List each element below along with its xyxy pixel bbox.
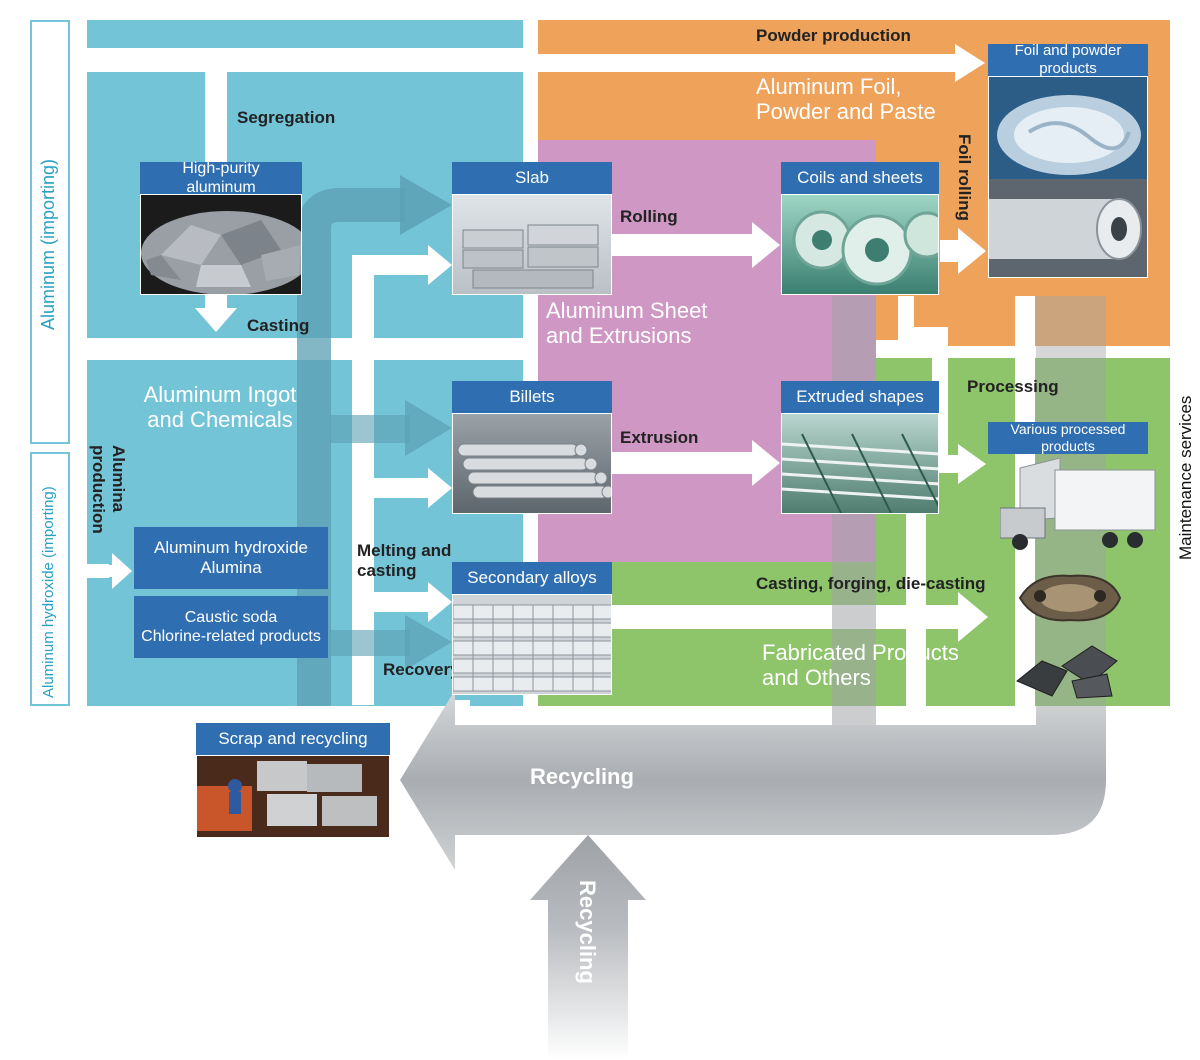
- billets-photo: [452, 413, 612, 514]
- scrap-recycling-title: Scrap and recycling: [196, 723, 390, 755]
- alumina-production-label: Alumina production: [89, 445, 128, 534]
- scrap-recycling-photo: [196, 755, 390, 838]
- extruded-shapes-title: Extruded shapes: [781, 381, 939, 413]
- section-fabricated-title: Fabricated Products and Others: [762, 640, 959, 691]
- truck-image: [999, 457, 1160, 558]
- section-ingot-title: Aluminum Ingot and Chemicals: [143, 382, 297, 433]
- slab-photo: [452, 194, 612, 295]
- maintenance-services-label: Maintenance services: [1176, 395, 1195, 560]
- slab-title: Slab: [452, 162, 612, 194]
- processing-label: Processing: [967, 377, 1059, 396]
- ingot-region-top-strip: [87, 20, 523, 48]
- billets-title: Billets: [452, 381, 612, 413]
- extruded-shapes-photo: [781, 413, 939, 514]
- aluminum-hydroxide-frame: [30, 452, 70, 706]
- aluminum-hydroxide-alumina-box: Aluminum hydroxide Alumina: [134, 527, 328, 589]
- aluminum-hydroxide-label: Aluminum hydroxide (importing): [40, 486, 57, 698]
- recovery-label: Recovery: [383, 660, 460, 679]
- high-purity-aluminum-title: High-purity aluminum: [140, 160, 302, 196]
- die-cast-parts-image: [1012, 636, 1124, 702]
- aluminum-importing-label: Aluminum (importing): [38, 158, 58, 330]
- section-sheet-title: Aluminum Sheet and Extrusions: [546, 298, 708, 349]
- powder-production-label: Powder production: [756, 26, 911, 45]
- high-purity-aluminum-photo: [140, 194, 302, 295]
- foil-powder-products-title: Foil and powder products: [988, 42, 1148, 77]
- various-processed-products-title: Various processed products: [988, 421, 1148, 454]
- extrusion-label: Extrusion: [620, 428, 699, 447]
- secondary-alloys-title: Secondary alloys: [452, 562, 612, 594]
- cast-part-image: [1015, 568, 1125, 628]
- recycling-vertical-label: Recycling: [575, 880, 600, 984]
- coils-sheets-title: Coils and sheets: [781, 162, 939, 194]
- rolling-label: Rolling: [620, 207, 678, 226]
- secondary-alloys-photo: [452, 594, 612, 695]
- caustic-soda-box: Caustic soda Chlorine-related products: [134, 596, 328, 658]
- segregation-label: Segregation: [237, 108, 336, 127]
- foil-rolling-label: Foil rolling: [955, 134, 974, 221]
- casting-label: Casting: [247, 316, 310, 335]
- aluminum-importing-frame: [30, 20, 70, 444]
- coils-sheets-photo: [781, 194, 939, 295]
- foil-powder-products-photo: [988, 76, 1148, 278]
- melting-casting-label: Melting and casting: [357, 541, 452, 580]
- casting-forging-label: Casting, forging, die-casting: [756, 574, 986, 593]
- recycling-horizontal-label: Recycling: [530, 764, 634, 789]
- section-foil-title: Aluminum Foil, Powder and Paste: [756, 74, 936, 125]
